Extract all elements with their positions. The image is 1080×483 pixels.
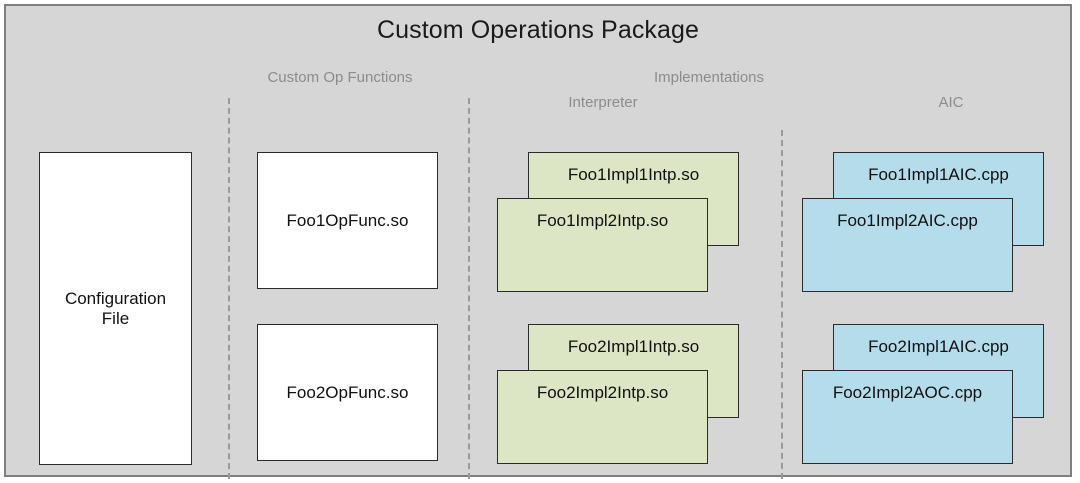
node-configuration-file[interactable]: Configuration File (39, 152, 192, 465)
node-foo1impl1intp-label: Foo1Impl1Intp.so (567, 165, 700, 184)
page-title: Custom Operations Package (376, 16, 700, 44)
group-label-custom-op-functions: Custom Op Functions (267, 69, 413, 86)
node-foo1impl2aic-front[interactable]: Foo1Impl2AIC.cpp (802, 198, 1013, 292)
node-foo1-opfunc-label: Foo1OpFunc.so (286, 210, 409, 230)
custom-operations-package-container: Custom Operations Package Custom Op Func… (4, 4, 1072, 479)
node-foo2-opfunc[interactable]: Foo2OpFunc.so (257, 324, 438, 461)
group-label-aic: AIC (938, 94, 964, 111)
node-foo1impl1aic-label: Foo1Impl1AIC.cpp (868, 165, 1009, 184)
node-foo2impl2intp-label: Foo2Impl2Intp.so (536, 383, 669, 402)
node-foo2impl2aoc-label: Foo2Impl2AOC.cpp (832, 383, 983, 402)
node-foo1-opfunc[interactable]: Foo1OpFunc.so (257, 152, 438, 289)
divider-config-opfunc (228, 98, 230, 479)
node-foo2-opfunc-label: Foo2OpFunc.so (286, 382, 409, 402)
node-foo2impl1aic-label: Foo2Impl1AIC.cpp (868, 337, 1009, 356)
node-foo2impl1intp-label: Foo2Impl1Intp.so (567, 337, 700, 356)
group-label-implementations: Implementations (653, 69, 765, 86)
divider-opfunc-implementations (468, 98, 470, 479)
node-foo1impl2intp-label: Foo1Impl2Intp.so (536, 211, 669, 230)
node-foo2impl2aoc-front[interactable]: Foo2Impl2AOC.cpp (802, 370, 1013, 464)
divider-interpreter-aic (781, 130, 783, 479)
node-foo2impl2intp-front[interactable]: Foo2Impl2Intp.so (497, 370, 708, 464)
node-foo1impl2intp-front[interactable]: Foo1Impl2Intp.so (497, 198, 708, 292)
group-label-interpreter: Interpreter (568, 94, 638, 111)
node-configuration-file-label: Configuration File (64, 288, 167, 328)
node-foo1impl2aic-label: Foo1Impl2AIC.cpp (837, 211, 978, 230)
